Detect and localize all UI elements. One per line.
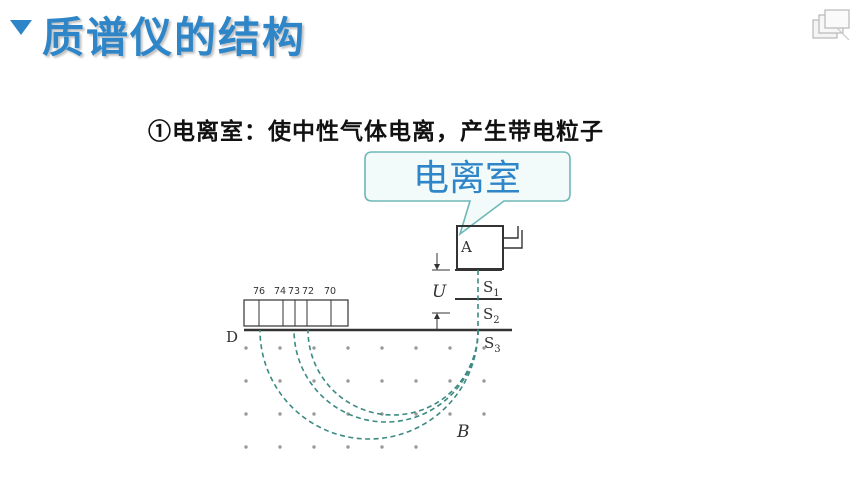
field-dot: [278, 412, 282, 416]
field-dot: [448, 379, 452, 383]
field-dot: [414, 379, 418, 383]
field-dot: [380, 379, 384, 383]
field-dot: [380, 346, 384, 350]
field-dot: [346, 346, 350, 350]
callout-label: 电离室: [413, 158, 521, 199]
field-dot: [414, 445, 418, 449]
field-dot: [244, 346, 248, 350]
particle-paths: [259, 270, 479, 440]
field-dot: [482, 379, 486, 383]
plate-label: D: [226, 328, 238, 346]
field-dot: [244, 379, 248, 383]
stacked-pages-icon[interactable]: [810, 6, 854, 46]
field-label: B: [456, 422, 470, 442]
slit-label-s3: S3: [484, 334, 501, 355]
detector-strip: [243, 299, 349, 327]
field-dot: [312, 412, 316, 416]
field-dot: [448, 346, 452, 350]
chamber-label: A: [460, 238, 472, 256]
field-dot: [448, 412, 452, 416]
slit-label-s2: S2: [483, 305, 500, 326]
mass-label-74: 74: [274, 286, 286, 297]
field-dot: [244, 445, 248, 449]
magnetic-field-dots: [244, 346, 486, 449]
field-dot: [312, 379, 316, 383]
slit-label-s1: S1: [483, 278, 500, 299]
voltage-label: U: [432, 282, 447, 302]
callout-bubble: [364, 151, 571, 237]
field-dot: [346, 379, 350, 383]
field-dot: [312, 346, 316, 350]
field-dot: [278, 379, 282, 383]
field-dot: [346, 445, 350, 449]
field-dot: [278, 346, 282, 350]
down-triangle-icon: [10, 19, 32, 35]
mass-label-70: 70: [324, 286, 336, 297]
title-bar: 质谱仪的结构: [10, 6, 306, 62]
field-dot: [244, 412, 248, 416]
field-dot: [482, 346, 486, 350]
field-dot: [278, 445, 282, 449]
field-dot: [414, 412, 418, 416]
field-dot: [482, 412, 486, 416]
subtitle-text: ①电离室：使中性气体电离，产生带电粒子: [148, 118, 604, 145]
gas-inlet: [503, 226, 523, 249]
mass-label-72: 72: [302, 286, 314, 297]
mass-label-76: 76: [253, 286, 265, 297]
mass-label-73: 73: [288, 286, 300, 297]
page-title: 质谱仪的结构: [42, 12, 307, 62]
field-dot: [380, 445, 384, 449]
field-dot: [312, 445, 316, 449]
field-dot: [414, 346, 418, 350]
